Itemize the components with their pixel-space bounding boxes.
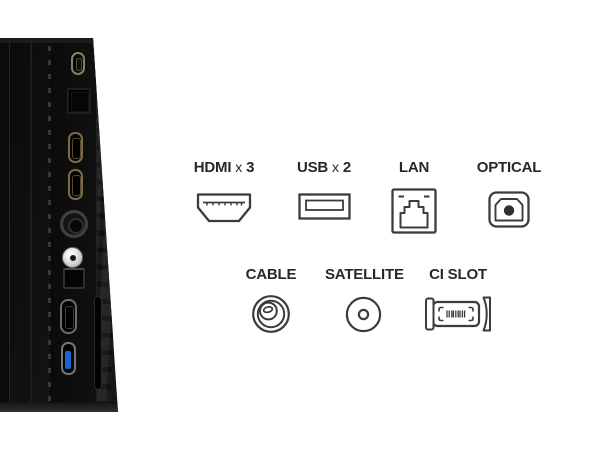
lan-rj45-icon	[391, 188, 437, 234]
tv-bottom-edge	[0, 402, 118, 412]
lan-port	[67, 88, 91, 114]
usb-tongue-blue	[65, 351, 71, 369]
hdmi-port-1	[68, 132, 83, 163]
ci-slot-label: CI SLOT	[429, 266, 487, 283]
connector-group-usb: USB x 2	[286, 158, 362, 220]
ci-card-slot	[94, 296, 102, 390]
usb-port-1	[71, 52, 85, 75]
hdmi-port-2	[68, 169, 83, 200]
usb-port-2	[61, 342, 76, 375]
tv-side-panel	[0, 38, 118, 412]
ci-module-icon	[425, 296, 491, 332]
optical-label: OPTICAL	[476, 159, 542, 176]
tv-screw-line	[48, 46, 51, 406]
satellite-label: SATELLITE	[325, 266, 404, 283]
usb-connector-icon	[297, 193, 351, 220]
lan-label: LAN	[398, 159, 430, 176]
hdmi-opening	[72, 138, 81, 159]
usb-tongue	[76, 58, 82, 71]
connector-group-cable: CABLE	[233, 265, 309, 334]
cable-antenna-connector	[60, 210, 88, 238]
hdmi-label: HDMI x 3	[193, 159, 255, 176]
satellite-f-connector-icon	[345, 296, 381, 333]
satellite-center-pin	[70, 255, 76, 261]
connector-group-satellite: SATELLITE	[325, 265, 404, 333]
connector-group-ci-slot: CI SLOT	[420, 265, 496, 334]
tv-seam-line	[30, 38, 32, 412]
tv-seam-line	[9, 38, 10, 412]
coax-center	[68, 218, 84, 234]
connector-group-optical: OPTICAL	[471, 158, 547, 228]
hdmi-opening	[65, 306, 74, 329]
optical-port	[63, 268, 85, 289]
hdmi-port-3	[60, 299, 77, 334]
tv-bezel-edge	[0, 38, 9, 412]
tv-top-edge	[0, 38, 95, 43]
hdmi-opening	[72, 175, 81, 196]
optical-toslink-icon	[488, 191, 530, 228]
coax-cable-connector-icon	[252, 295, 290, 333]
cable-label: CABLE	[245, 266, 297, 283]
satellite-connector	[62, 247, 83, 268]
connector-group-lan: LAN	[376, 158, 452, 234]
hdmi-connector-icon	[196, 193, 252, 223]
usb-label: USB x 2	[297, 159, 351, 176]
lan-jack-opening	[71, 92, 89, 112]
connector-group-hdmi: HDMI x 3	[184, 158, 264, 224]
